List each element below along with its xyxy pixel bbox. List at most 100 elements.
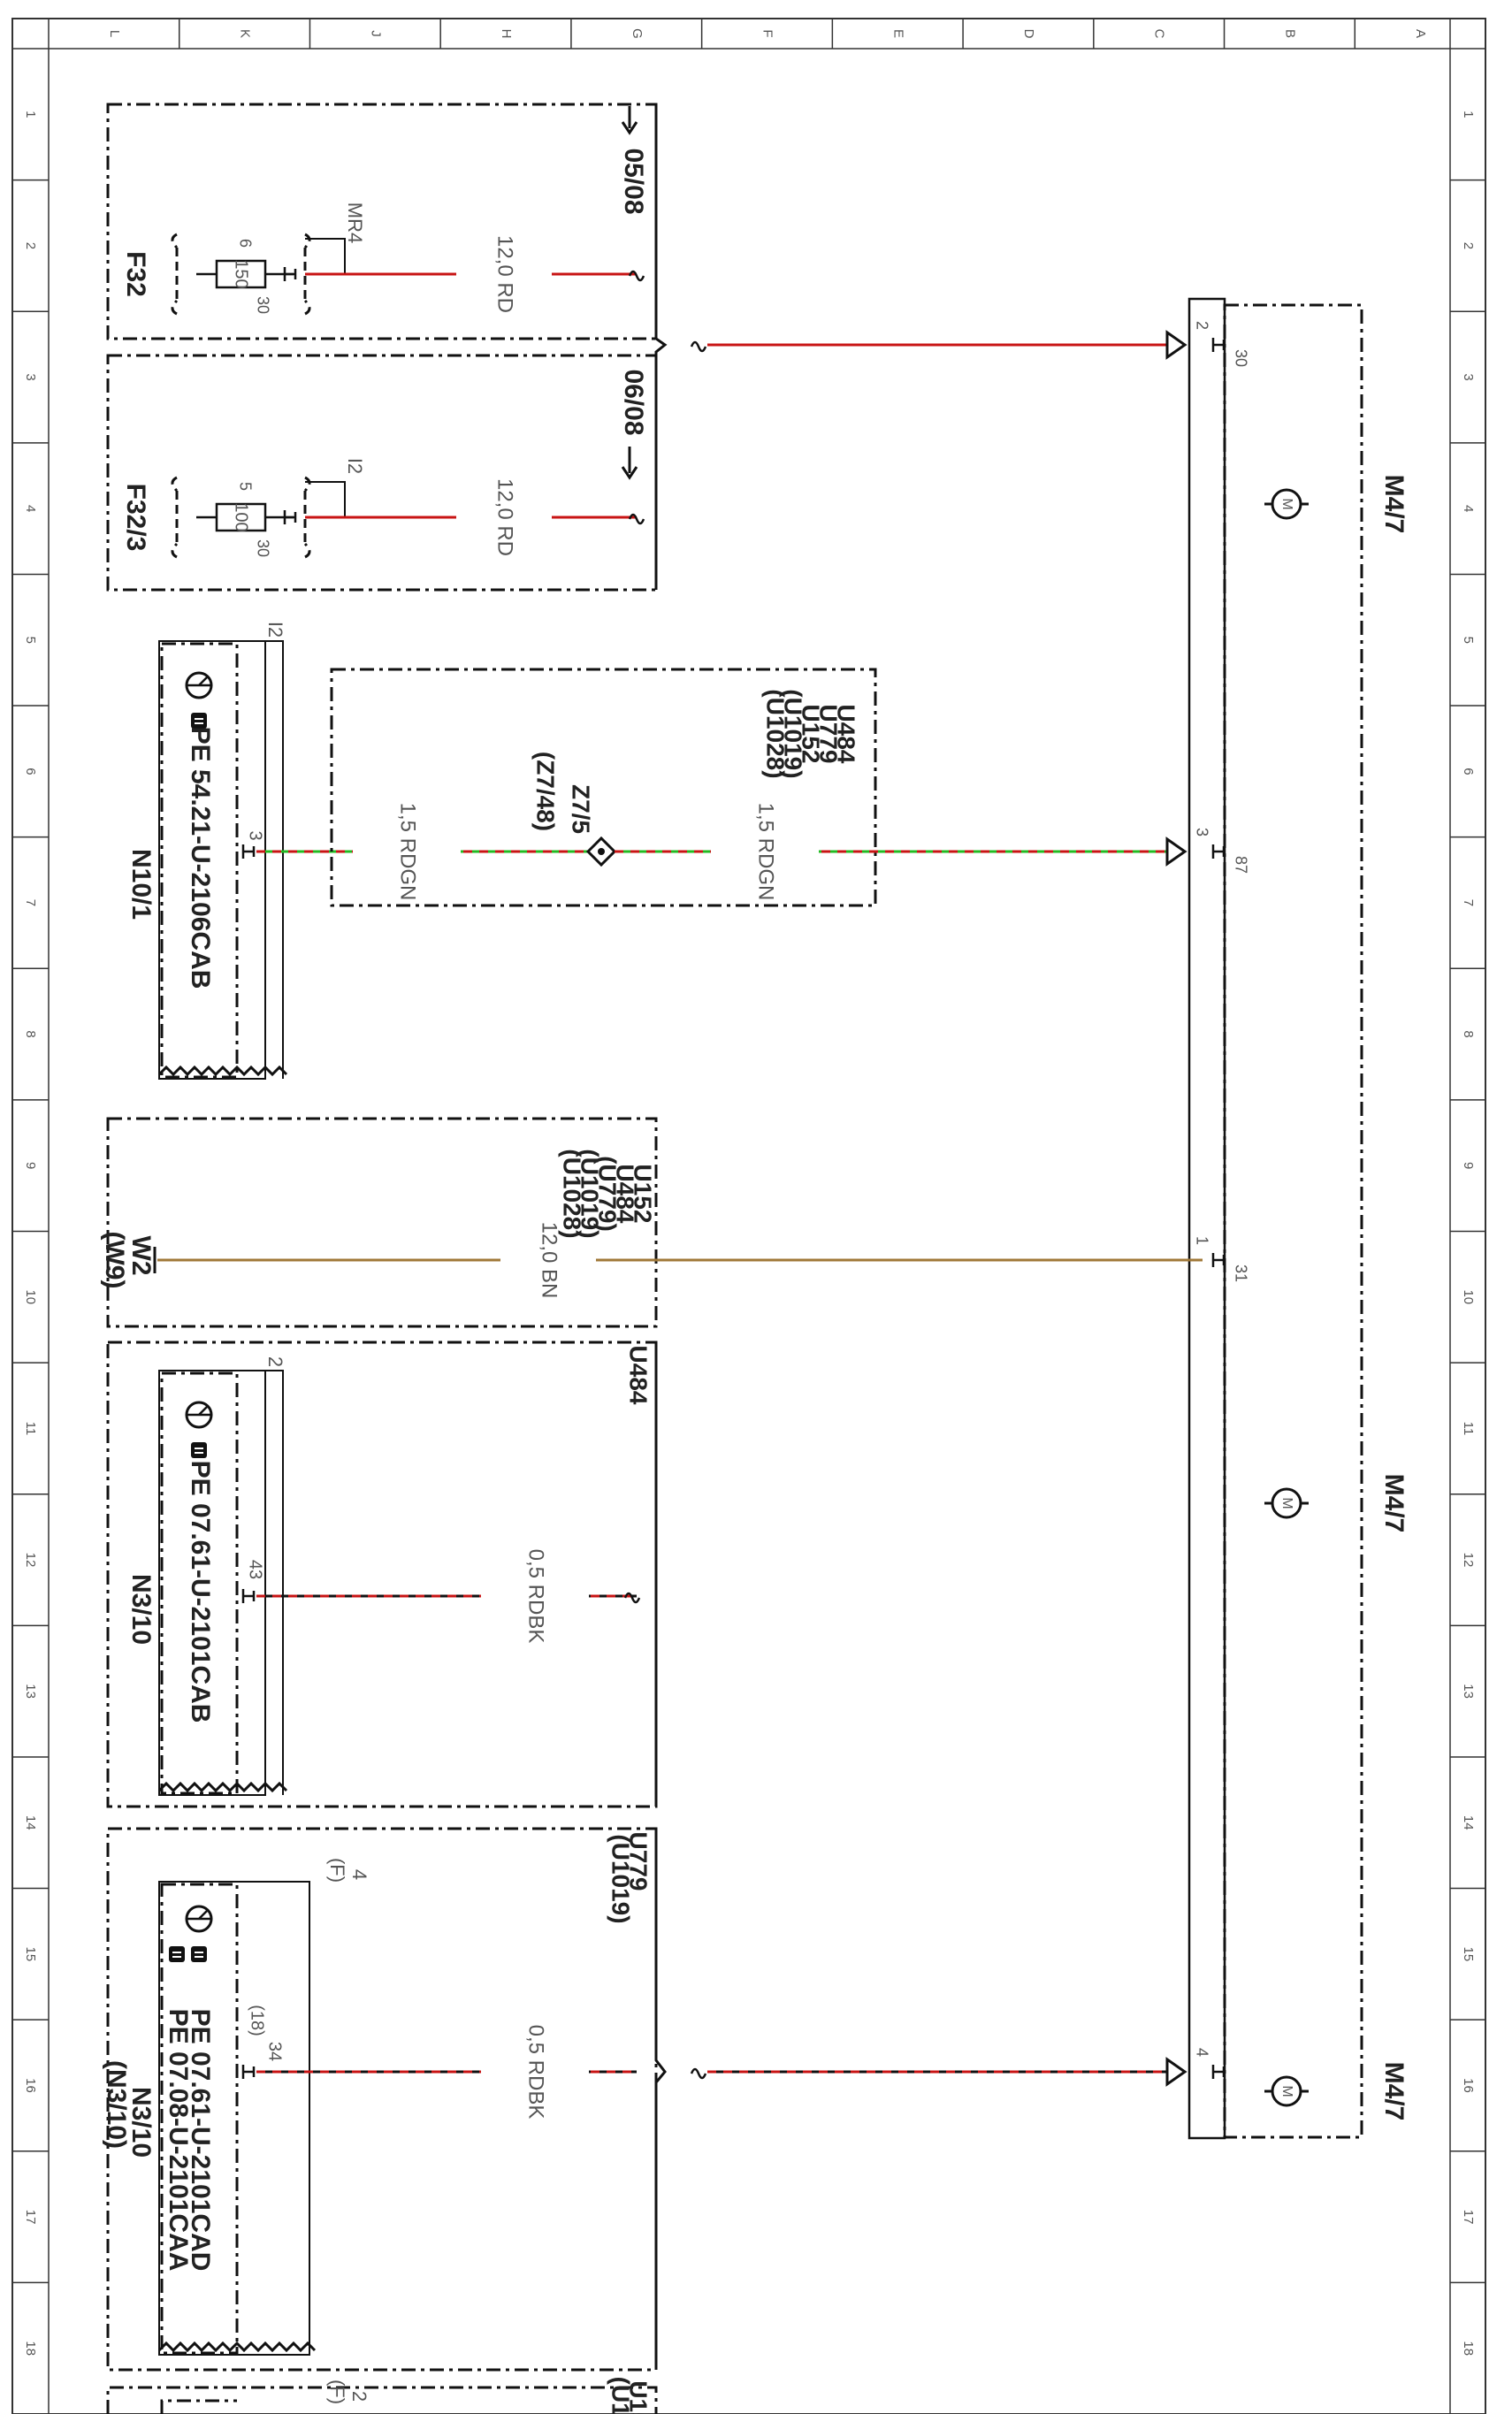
n3b-name: N3/10 xyxy=(126,2087,156,2158)
row-label: 5 xyxy=(1461,637,1476,644)
n3b-pe-ref-1: PE 07.61-U-2101CAD xyxy=(186,2009,215,2272)
n3-u779-module xyxy=(160,1883,239,2355)
cutoff-edge xyxy=(157,1781,288,1793)
fuse-pin-out: 30 xyxy=(254,539,271,557)
n3b-wire-label: 0,5 RDBK xyxy=(524,2025,548,2120)
motor-pin-number: 4 xyxy=(1193,2048,1210,2057)
w2-name: W2 xyxy=(126,1236,156,1276)
n3-u779-box xyxy=(106,1827,658,2372)
row-label: 14 xyxy=(1461,1815,1476,1830)
wire-label-bg xyxy=(711,839,819,864)
pin-terminal-icon xyxy=(1211,338,1226,352)
connector-label: MR4 xyxy=(344,202,366,243)
n3-connector-label: 2 xyxy=(264,1356,286,1367)
row-label: 12 xyxy=(1461,1553,1476,1568)
n10-harness-line xyxy=(265,640,284,1079)
fuse-wire-label: 12,0 RD xyxy=(493,235,517,313)
fuse-holder-side xyxy=(175,248,307,301)
column-label: B xyxy=(1282,29,1297,38)
row-label: 10 xyxy=(1461,1289,1476,1304)
variant-code: U152 xyxy=(798,705,825,764)
n3b-pe-ref-2: PE 07.08-U-2101CAA xyxy=(164,2009,193,2272)
n3b-pin: 34 xyxy=(265,2042,285,2061)
column-label: H xyxy=(499,29,514,39)
fuse-wire-label: 12,0 RD xyxy=(493,478,517,556)
connector-bracket xyxy=(305,481,346,517)
ref-arrow-icon xyxy=(621,447,638,480)
variant-code: U484 xyxy=(625,1346,653,1405)
row-label: 2 xyxy=(1461,242,1476,249)
pin-terminal-icon xyxy=(241,844,256,859)
row-label: 5 xyxy=(23,637,38,644)
wire-label-bg xyxy=(500,1248,596,1272)
n3-u484-module xyxy=(160,1371,239,1795)
n3b-name-alt: (N3/10) xyxy=(102,2060,131,2149)
wire-break-icon xyxy=(628,513,645,525)
partial-module xyxy=(160,2399,237,2414)
n3-wire-label: 0,5 RDBK xyxy=(524,1549,548,1644)
ref-arrow-icon xyxy=(621,106,638,135)
motor-terminal-label: 30 xyxy=(1232,349,1249,367)
splice-name: Z7/5 xyxy=(568,784,595,834)
row-label: 9 xyxy=(23,1162,38,1169)
wire-label-bg xyxy=(456,505,552,530)
fuse-holder-side xyxy=(175,491,307,544)
fuse-name: F32/3 xyxy=(121,484,150,552)
cutoff-edge xyxy=(157,1065,288,1077)
row-label: 2 xyxy=(23,242,38,249)
fuse-pin-in: 5 xyxy=(236,482,254,491)
wire-label-bg xyxy=(456,262,552,286)
row-label: 3 xyxy=(1461,373,1476,380)
connector-arrow-icon xyxy=(1165,330,1187,360)
pin-terminal-icon xyxy=(1211,844,1226,859)
row-label: 1 xyxy=(1461,111,1476,118)
variant-code: (U1019) xyxy=(577,1149,604,1238)
pe-document-icon xyxy=(169,1946,185,1962)
n3-pe-ref: PE 07.61-U-2101CAB xyxy=(186,1461,215,1723)
variant-code: (U1028) xyxy=(762,689,790,778)
n10-module xyxy=(160,642,239,1079)
n3-connector xyxy=(158,1370,266,1796)
pe-document-icon xyxy=(191,713,207,729)
motor-name: M4/7 xyxy=(1379,1474,1409,1533)
n10-connector xyxy=(158,640,266,1080)
ground-wire-label: 12,0 BN xyxy=(538,1222,561,1299)
partial-connector-label-alt: (F) xyxy=(326,2380,348,2404)
motor-m4-7-boundary xyxy=(1223,303,1363,2139)
n3-pin: 43 xyxy=(246,1560,265,1579)
row-label: 7 xyxy=(1461,899,1476,906)
pin-terminal-icon xyxy=(1211,1253,1226,1267)
n10-name: N10/1 xyxy=(126,849,156,920)
variant-code: U779 xyxy=(625,1832,653,1891)
row-label: 4 xyxy=(23,505,38,512)
row-label: 13 xyxy=(1461,1684,1476,1699)
fuse-pin-out: 30 xyxy=(254,296,271,314)
pe-document-icon-lines xyxy=(195,718,203,724)
column-label: C xyxy=(1152,29,1167,39)
row-label: 12 xyxy=(23,1553,38,1568)
motor-name: M4/7 xyxy=(1379,2062,1409,2121)
n10-pe-ref: PE 54.21-U-2106CAB xyxy=(186,727,215,989)
fuse-block-f32 xyxy=(106,103,658,340)
control-unit-icon-detail xyxy=(187,1909,211,1921)
page-reference: 06/08 xyxy=(619,369,648,435)
n10-connector-label: I2 xyxy=(264,622,286,638)
n3-u484-box xyxy=(106,1341,658,1808)
variant-code: U152 xyxy=(630,1165,657,1224)
wire-break-icon xyxy=(623,1592,641,1604)
column-label: E xyxy=(890,29,905,38)
cutoff-edge xyxy=(157,2341,317,2353)
connector-arrow-icon xyxy=(1165,2057,1187,2087)
row-label: 8 xyxy=(23,1030,38,1037)
row-label: 6 xyxy=(1461,768,1476,775)
variant-code: U484 xyxy=(833,705,860,764)
row-label: 11 xyxy=(1461,1422,1476,1436)
partial-box xyxy=(106,2386,658,2414)
column-label: K xyxy=(238,29,253,38)
column-label: J xyxy=(368,30,383,37)
fuse-rating: 100 xyxy=(232,502,251,531)
splice-icon-dot xyxy=(598,848,605,855)
fuse-icon xyxy=(215,259,267,289)
n3-name: N3/10 xyxy=(126,1574,156,1645)
